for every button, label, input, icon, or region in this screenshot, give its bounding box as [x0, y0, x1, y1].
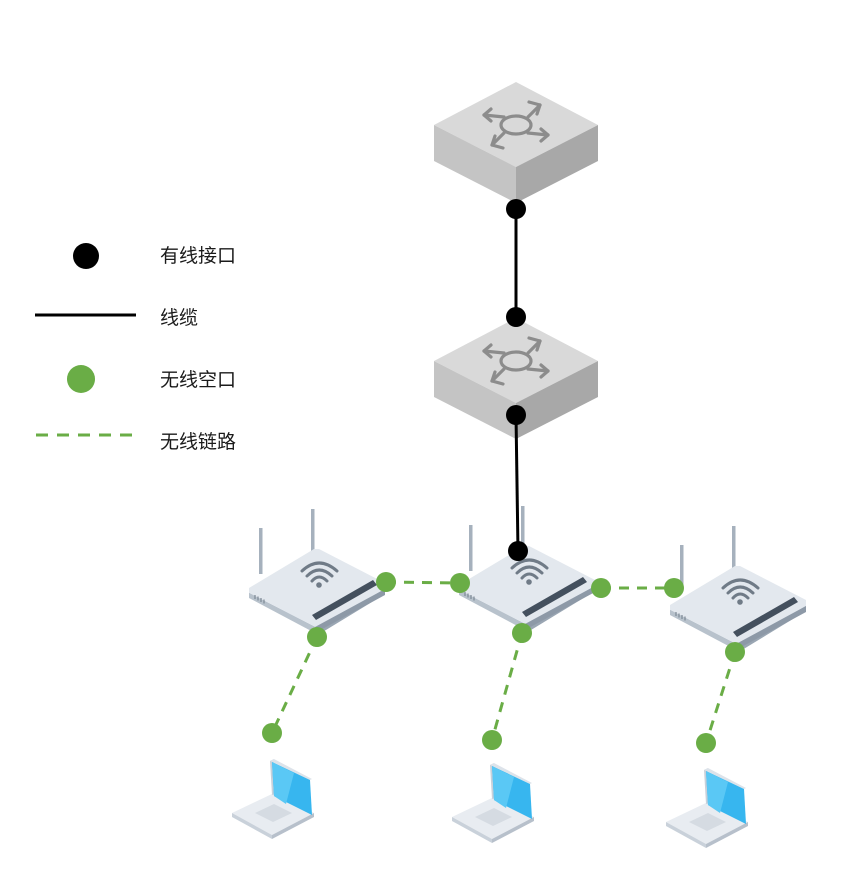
- laptop-icon: [666, 768, 748, 848]
- legend-item-wired-port: 有线接口: [73, 243, 236, 269]
- access-point-icon: [247, 507, 387, 635]
- wireless-port-dot: [696, 733, 716, 753]
- wireless-ports: [262, 572, 745, 753]
- wired-port-dot: [508, 541, 528, 561]
- wireless-port-dot: [450, 573, 470, 593]
- wireless-port-dot: [664, 578, 684, 598]
- wireless-links: [270, 580, 737, 744]
- wireless-link-ap-left-ap-center: [385, 580, 461, 585]
- wireless-port-dot: [262, 723, 282, 743]
- access-point-icon: [668, 524, 808, 652]
- wired-ports: [506, 199, 528, 561]
- cable-access-to-ap: [514, 414, 520, 552]
- wireless-port-dot: [591, 578, 611, 598]
- wireless-link-ap-center-laptop: [490, 632, 524, 741]
- legend-wireless-port-label: 无线空口: [160, 369, 236, 391]
- legend-wireless-link-label: 无线链路: [160, 431, 236, 453]
- legend-item-wireless-link: 无线链路: [36, 431, 236, 453]
- wireless-port-dot: [725, 642, 745, 662]
- legend-wired-port-marker: [73, 243, 99, 269]
- access-point-icon: [457, 504, 597, 632]
- wireless-port-dot: [512, 623, 532, 643]
- wired-port-dot: [506, 199, 526, 219]
- wireless-port-dot: [482, 730, 502, 750]
- wired-port-dot: [506, 307, 526, 327]
- legend-cable-label: 线缆: [160, 307, 198, 329]
- wired-port-dot: [506, 405, 526, 425]
- legend: 有线接口 线缆 无线空口 无线链路: [35, 243, 236, 453]
- wireless-port-dot: [307, 627, 327, 647]
- cables: [514, 209, 520, 552]
- wireless-link-ap-right-laptop: [704, 651, 737, 744]
- laptop-icon: [232, 759, 314, 839]
- laptop-icon: [452, 763, 534, 843]
- legend-wireless-port-marker: [67, 365, 95, 393]
- wireless-port-dot: [376, 572, 396, 592]
- legend-wired-port-label: 有线接口: [160, 245, 236, 267]
- core-switch-icon: [432, 80, 600, 205]
- wireless-link-ap-left-laptop: [270, 636, 319, 734]
- legend-item-wireless-port: 无线空口: [67, 365, 236, 393]
- legend-item-cable: 线缆: [35, 307, 198, 329]
